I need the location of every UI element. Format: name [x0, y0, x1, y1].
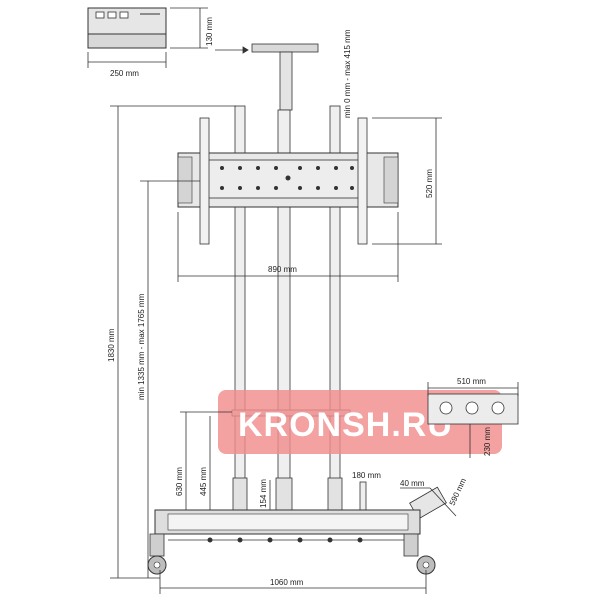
- column-spacing-label: 154 mm: [259, 479, 268, 508]
- shelf-width-dim: [427, 382, 519, 396]
- post-height-label: 180 mm: [352, 471, 381, 480]
- base-frame: [154, 509, 421, 543]
- mount-width-label: 890 mm: [268, 265, 297, 274]
- mount-height-label: 520 mm: [425, 169, 434, 198]
- center-height-dim: [140, 180, 200, 578]
- watermark-text: KRONSH.RU: [238, 406, 453, 444]
- top-box-width-label: 250 mm: [110, 69, 139, 78]
- center-height-label: min 1335 mm - max 1765 mm: [137, 293, 146, 400]
- vesa-rail-left: [199, 117, 210, 245]
- shelf-width-label: 510 mm: [457, 377, 486, 386]
- shelf-height-dim: [180, 411, 232, 512]
- camera-bracket: [251, 43, 319, 111]
- shelf-detail: [427, 393, 519, 425]
- caster-left: [147, 533, 167, 575]
- shelf-height-label: 630 mm: [175, 467, 184, 496]
- column-sleeves: [232, 477, 343, 513]
- mount-height-dim: [372, 117, 442, 245]
- total-height-dim: [110, 105, 236, 579]
- top-box-drawing: [87, 7, 167, 49]
- top-box-height-label: 130 mm: [205, 17, 214, 46]
- vesa-rail-right: [357, 117, 368, 245]
- mount-width-dim: [177, 212, 399, 282]
- total-height-label: 1830 mm: [107, 328, 116, 362]
- top-box-width-dim: [87, 52, 167, 68]
- pipe-offset-label: 40 mm: [400, 479, 425, 488]
- top-box-height-dim: [170, 7, 208, 49]
- shelf-depth-label: 230 mm: [483, 427, 492, 456]
- caster-right: [403, 533, 436, 575]
- base-depth-label: 590 mm: [448, 477, 469, 507]
- lower-height-label: 445 mm: [199, 467, 208, 496]
- base-width-label: 1060 mm: [270, 578, 304, 587]
- post-height-dim: [359, 481, 367, 513]
- bracket-arrow: [215, 46, 249, 54]
- base-width-dim: [159, 570, 427, 594]
- bracket-range-label: min 0 mm - max 415 mm: [343, 29, 352, 118]
